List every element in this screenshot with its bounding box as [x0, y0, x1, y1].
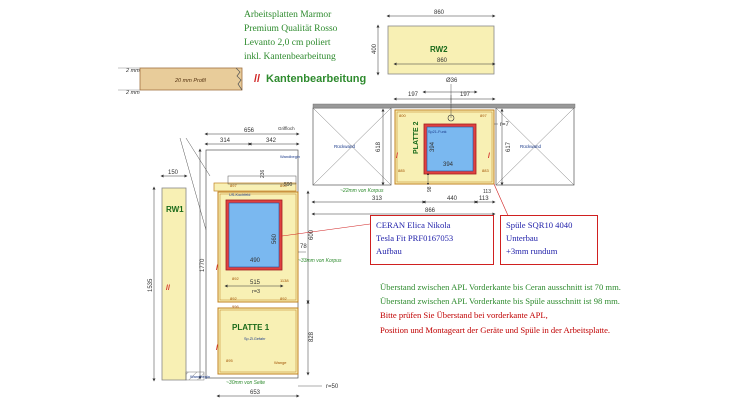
svg-text:/: / [488, 153, 490, 160]
tag-897a: 897 [230, 183, 237, 188]
spuele-line-3: +3mm rundum [506, 246, 558, 256]
p2-korpus-note: ~22mm von Korpus [340, 188, 384, 194]
platte2-label: PLATTE 2 [413, 121, 420, 154]
tag-left-edge: 885 [398, 168, 405, 173]
tag-right-edge: 883 [482, 168, 489, 173]
ceran-line-3: Aufbau [376, 246, 402, 256]
p2-bottom-mid: 440 [447, 196, 458, 202]
p2-bottom-left: 313 [372, 196, 383, 202]
platte2-area: Rückwand Rückwand PLATTE 2 394 394 800 8… [311, 58, 576, 221]
span-515: 515 [250, 280, 261, 286]
wall-label-left: Rückwand [334, 144, 356, 149]
tag-1138: 1138 [280, 278, 289, 283]
cooktop-width: 490 [250, 258, 261, 264]
d590: 590 [284, 182, 293, 188]
rw1-dim-side: 1535 [148, 278, 154, 292]
rw2-panel: RW2 860 400 [372, 10, 496, 76]
p1-side-828: 828 [309, 331, 315, 342]
tag-top-left: 800 [399, 113, 406, 118]
sink-code: Sp21-Funk [428, 130, 447, 134]
p2-bottom-total: 866 [425, 208, 436, 214]
wange-note: Wange [274, 360, 287, 365]
p2-depth: 618 [376, 141, 382, 152]
profile-label: 20 mm Profil [174, 78, 207, 84]
material-line-3: Levanto 2,0 cm poliert [244, 38, 331, 48]
p2-radius: r=7 [500, 122, 510, 128]
p1-r50: r=50 [326, 384, 339, 390]
spuele-line-1: Spüle SQR10 4040 [506, 220, 573, 230]
platte1-label: PLATTE 1 [232, 323, 270, 332]
ceran-line-1: CERAN Elica Nikola [376, 220, 451, 230]
p1-side-1770: 1770 [200, 258, 206, 272]
note-line-1: Überstand zwischen APL Vorderkante bis C… [380, 282, 621, 292]
p1-top-right: 342 [266, 138, 277, 144]
material-line-2: Premium Qualität Rosso [244, 24, 338, 34]
p1-seite-note: ~30mm von Seite [226, 380, 265, 386]
p2-half-left: 197 [408, 92, 419, 98]
kanten-title: Kantenbearbeitung [266, 73, 367, 85]
notes-block: Überstand zwischen APL Vorderkante bis C… [380, 280, 621, 337]
sink-width: 394 [443, 162, 454, 168]
p2-gap-left: 98 [427, 186, 433, 192]
wand-note: Wandbegin [280, 154, 300, 159]
spuele-callout: Spüle SQR10 4040 Unterbau +3mm rundum [500, 215, 598, 265]
p2-right-depth: 617 [506, 141, 512, 152]
svg-text:/: / [396, 153, 398, 160]
wandbeginn-low: Wandbegin [190, 374, 210, 379]
rw1-label: RW1 [166, 205, 184, 214]
d236: 236 [260, 169, 266, 178]
profile-dim-top: 2 mm [125, 68, 140, 74]
svg-text:/: / [216, 345, 218, 352]
sink-height: 394 [430, 141, 436, 152]
rw1-dim-top: 150 [168, 170, 179, 176]
rw2-height: 400 [372, 43, 378, 54]
svg-text://: // [166, 285, 170, 292]
p2-half-right: 197 [460, 92, 471, 98]
rw2-width: 860 [434, 10, 445, 16]
material-info: Arbeitsplatten Marmor Premium Qualität R… [244, 8, 337, 64]
p1-side-78: 78 [300, 244, 307, 250]
ceran-callout: CERAN Elica Nikola Tesla Fit PRF0167053 … [370, 215, 494, 265]
p2-total-top: 860 [437, 58, 448, 64]
p2-diam: Ø36 [446, 78, 458, 84]
spuele-line-2: Unterbau [506, 233, 538, 243]
svg-text:/: / [216, 265, 218, 272]
p1-side-600: 600 [309, 229, 315, 240]
cooktop-height: 560 [272, 233, 278, 244]
tag-895: 895 [226, 358, 233, 363]
rw2-label: RW2 [430, 45, 448, 54]
griff-note: Griffloch [278, 126, 295, 131]
edge-profile: 20 mm Profil 2 mm 2 mm // [118, 67, 260, 96]
p1-top-left: 314 [220, 138, 231, 144]
p1-korpus-note: ~33mm von Korpus [298, 258, 342, 264]
p1-top-total: 656 [244, 128, 255, 134]
tag-top-right: 897 [480, 113, 487, 118]
note-line-2: Überstand zwischen APL Vorderkante bis S… [380, 296, 620, 307]
kanten-marker: // [254, 73, 260, 85]
tag-892a: 892 [232, 276, 239, 281]
tag-890: 890 [280, 183, 287, 188]
platte1-area: 490 560 US-Kochfeld 515 r=3 897 892 1138… [179, 126, 371, 398]
sp-code: Sp.Zl.Gefahr [244, 337, 266, 341]
profile-dim-bottom: 2 mm [125, 90, 140, 96]
p2-gap-right: 113 [483, 189, 491, 195]
wall-label-right: Rückwand [520, 144, 542, 149]
rw1-panel: RW1 150 1535 // [148, 170, 188, 382]
p1-bottom-total: 653 [250, 390, 261, 396]
p1-radius: r=3 [252, 289, 260, 295]
material-line-1: Arbeitsplatten Marmor [244, 10, 332, 20]
note-line-4: Position und Montageart der Geräte und S… [380, 324, 611, 335]
p2-bottom-right: 113 [479, 196, 489, 202]
tag-892b: 892 [230, 296, 237, 301]
ceran-line-2: Tesla Fit PRF0167053 [376, 233, 454, 243]
cooktop-code: US-Kochfeld [229, 193, 250, 197]
note-line-3: Bitte prüfen Sie Überstand bei vorderkan… [380, 310, 548, 321]
tag-996: 996 [232, 304, 239, 309]
tag-892c: 892 [280, 296, 287, 301]
material-line-4: inkl. Kantenbearbeitung [244, 52, 336, 62]
